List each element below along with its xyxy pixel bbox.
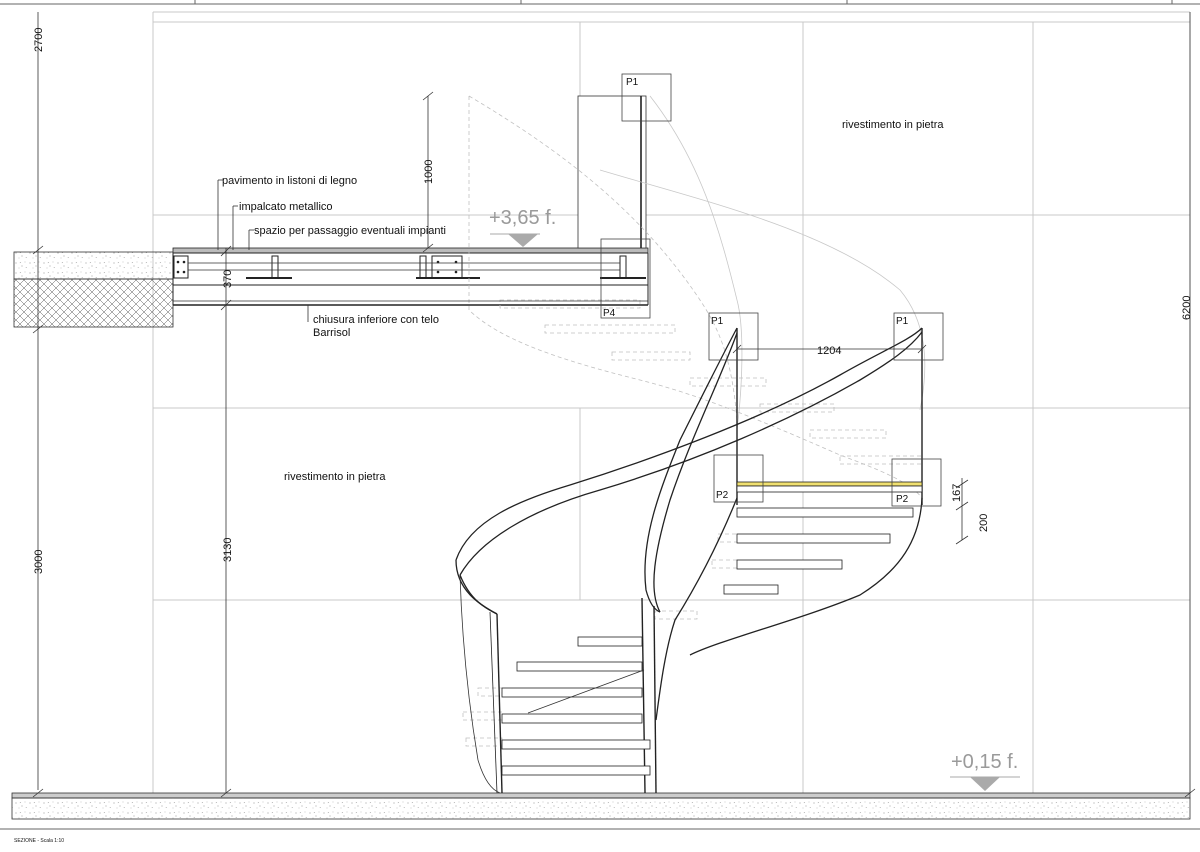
label-metal-structure: impalcato metallico xyxy=(239,201,333,213)
dim-inner-height: 3130 xyxy=(222,538,234,562)
dim-riser: 200 xyxy=(978,514,990,532)
detail-tag-p2-left: P2 xyxy=(716,490,729,501)
detail-callouts xyxy=(600,73,944,507)
steel-beam xyxy=(431,255,463,279)
level-upper: +3,65 f. xyxy=(489,207,556,229)
stair-ghost-outline xyxy=(462,95,926,747)
label-stone-cladding-lower: rivestimento in pietra xyxy=(284,471,386,483)
sheet-frame xyxy=(0,0,1200,830)
drawing-caption: SEZIONE - Scala 1:10 xyxy=(14,838,64,844)
floor-slab-section xyxy=(13,95,649,328)
dimension-lines xyxy=(32,12,1196,798)
steel-beam xyxy=(173,255,189,279)
label-floor-finish: pavimento in listoni di legno xyxy=(222,175,357,187)
dim-railing: 1000 xyxy=(423,160,435,184)
dim-tread: 167 xyxy=(951,484,963,502)
detail-tag-p1-left: P1 xyxy=(711,316,724,327)
ground-floor-slab xyxy=(11,792,1191,820)
label-closure-line2: Barrisol xyxy=(313,327,350,339)
detail-tag-p4: P4 xyxy=(603,308,616,319)
stone-cladding-grid xyxy=(152,11,1191,793)
detail-tag-p1-right: P1 xyxy=(896,316,909,327)
dim-left-bottom: 3000 xyxy=(33,550,45,574)
label-closure-line1: chiusura inferiore con telo xyxy=(313,314,439,326)
label-services-space: spazio per passaggio eventuali impianti xyxy=(254,225,446,237)
detail-tag-p2-right: P2 xyxy=(896,494,909,505)
detail-tag-p1-top: P1 xyxy=(626,77,639,88)
spiral-stair xyxy=(455,327,923,794)
level-lower: +0,15 f. xyxy=(951,751,1018,773)
label-stone-cladding-upper: rivestimento in pietra xyxy=(842,119,944,131)
dim-left-top: 2700 xyxy=(33,28,45,52)
dim-slab: 370 xyxy=(222,270,234,288)
dim-right-total: 6200 xyxy=(1181,296,1193,320)
dim-span: 1204 xyxy=(817,345,841,357)
